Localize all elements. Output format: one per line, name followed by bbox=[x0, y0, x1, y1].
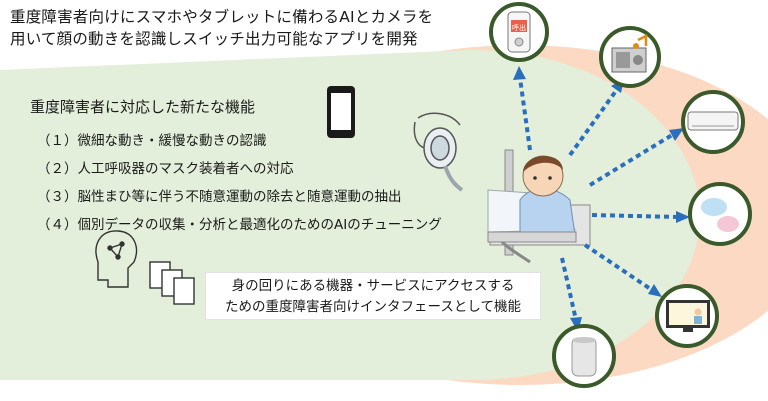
main-title: 重度障害者向けにスマホやタブレットに備わるAIとカメラを 用いて顔の動きを認識し… bbox=[10, 6, 480, 50]
ventilator-mask-icon bbox=[413, 112, 464, 192]
title-line-2: 用いて顔の動きを認識しスイッチ出力可能なアプリを開発 bbox=[10, 30, 418, 48]
nurse-call-label: 呼出 bbox=[512, 23, 526, 32]
smart-speaker-icon bbox=[571, 337, 597, 377]
nurse-call-icon bbox=[507, 11, 531, 53]
connection-arrows bbox=[518, 77, 679, 321]
feature-item-4: （４）個別データの収集・分析と最適化のためのAIのチューニング bbox=[37, 217, 442, 233]
speech-bubbles-icon bbox=[701, 198, 739, 232]
bubble-line-1: 身の回りにある機器・サービスにアクセスする bbox=[231, 278, 515, 294]
bubble-line-2: ための重度障害者向けインタフェースとして機能 bbox=[225, 299, 521, 315]
features-title: 重度障害者に対応した新たな機能 bbox=[30, 98, 256, 116]
radio-icon bbox=[611, 33, 648, 73]
feature-item-2: （２）人工呼吸器のマスク装着者への対応 bbox=[37, 161, 294, 177]
monitor-icon bbox=[666, 300, 710, 332]
feature-item-1: （１）微細な動き・緩慢な動きの認識 bbox=[37, 133, 267, 149]
ai-head-icon bbox=[95, 230, 138, 288]
smartphone-icon bbox=[327, 86, 355, 138]
feature-item-3: （３）脳性まひ等に伴う不随意運動の除去と随意運動の抽出 bbox=[37, 189, 402, 205]
function-bubble: 身の回りにある機器・サービスにアクセスする ための重度障害者向けインタフェースと… bbox=[205, 272, 541, 320]
documents-icon bbox=[149, 261, 195, 305]
title-line-1: 重度障害者向けにスマホやタブレットに備わるAIとカメラを bbox=[10, 8, 434, 26]
patient-in-bed-icon bbox=[487, 149, 591, 264]
air-conditioner-icon bbox=[687, 111, 739, 131]
